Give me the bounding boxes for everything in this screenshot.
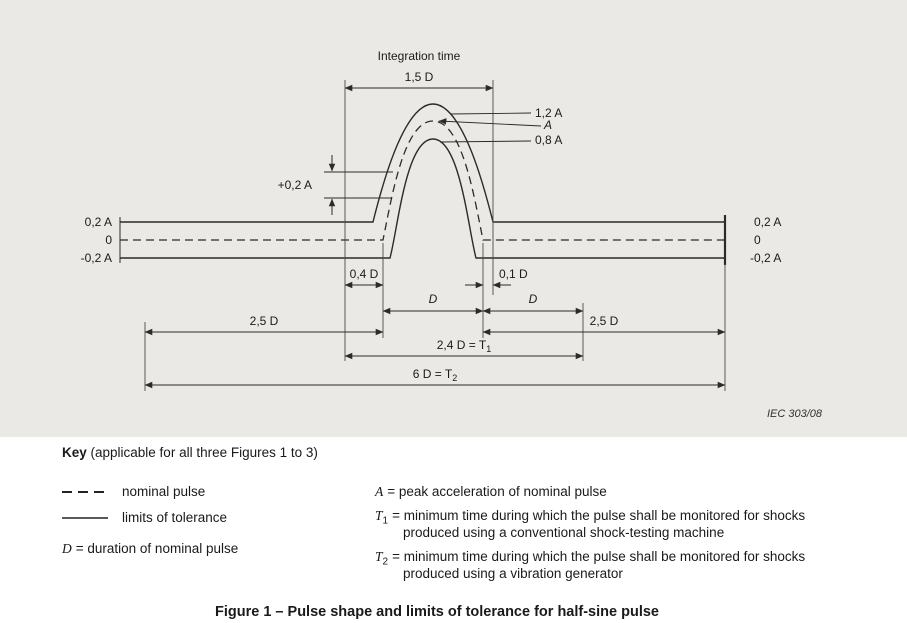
leader-a xyxy=(438,118,542,127)
leader-0-8a xyxy=(439,140,532,143)
symbol-t2: T xyxy=(375,549,383,564)
dim-label-0-1d: 0,1 D xyxy=(499,267,528,281)
definition-t1: T1= minimum time during which the pulse … xyxy=(375,507,835,541)
solid-line-sample xyxy=(62,516,108,519)
key-left-column: nominal pulse limits of tolerance D= dur… xyxy=(62,483,375,589)
legend-nominal-pulse: nominal pulse xyxy=(62,483,375,500)
dim-label-d-pulse: D xyxy=(429,292,438,306)
dashed-line-sample xyxy=(62,490,108,493)
dim-label-t1-sub: 1 xyxy=(486,344,491,354)
key-heading-rest: (applicable for all three Figures 1 to 3… xyxy=(86,445,318,460)
dim-label-t1: 2,4 D = T1 xyxy=(437,338,492,354)
axis-left-zero: 0 xyxy=(105,233,112,247)
legend-nominal-pulse-label: nominal pulse xyxy=(122,484,206,499)
scanned-figure-area: Integration time 1,5 D 1,2 A A 0,8 A +0,… xyxy=(0,0,907,437)
definition-a-text: = peak acceleration of nominal pulse xyxy=(387,484,607,499)
symbol-t1-sub: 1 xyxy=(382,515,389,527)
key-right-column: A= peak acceleration of nominal pulse T1… xyxy=(375,483,835,589)
pulse-diagram: Integration time 1,5 D 1,2 A A 0,8 A +0,… xyxy=(0,0,907,437)
figure-caption: Figure 1 – Pulse shape and limits of tol… xyxy=(215,603,659,620)
axis-right-plus-0-2a: 0,2 A xyxy=(754,215,781,229)
lower-tolerance-curve xyxy=(120,138,725,259)
key-heading-bold: Key xyxy=(62,445,87,460)
dim-label-2-5d-right: 2,5 D xyxy=(590,314,619,328)
dim-label-t2-text: 6 D = T xyxy=(413,367,453,381)
key-heading: Key (applicable for all three Figures 1 … xyxy=(62,444,872,461)
dim-label-d-after: D xyxy=(529,292,538,306)
symbol-d: D xyxy=(62,541,72,556)
tolerance-label-plus-0-2a: +0,2 A xyxy=(278,178,312,192)
dim-label-2-5d-left: 2,5 D xyxy=(250,314,279,328)
symbol-t2-sub: 2 xyxy=(382,556,389,568)
axis-left-minus-0-2a: -0,2 A xyxy=(81,251,112,265)
definition-t1-text: = minimum time during which the pulse sh… xyxy=(392,508,806,540)
amp-label-0-8a: 0,8 A xyxy=(535,133,562,147)
dim-label-t1-text: 2,4 D = T xyxy=(437,338,487,352)
upper-tolerance-curve xyxy=(120,103,725,223)
definition-t2-text: = minimum time during which the pulse sh… xyxy=(392,549,806,581)
definition-t2: T2= minimum time during which the pulse … xyxy=(375,548,835,582)
dim-label-0-4d: 0,4 D xyxy=(350,267,379,281)
dim-label-t2-sub: 2 xyxy=(452,373,457,383)
axis-right-minus-0-2a: -0,2 A xyxy=(750,251,781,265)
nominal-pulse-curve xyxy=(120,120,725,241)
dim-label-1-5d: 1,5 D xyxy=(405,70,434,84)
leader-1-2a xyxy=(449,112,532,115)
key-section: Key (applicable for all three Figures 1 … xyxy=(62,444,872,589)
symbol-a: A xyxy=(375,484,384,499)
symbol-t1: T xyxy=(375,508,383,523)
iec-reference: IEC 303/08 xyxy=(767,408,823,420)
legend-tolerance-label: limits of tolerance xyxy=(122,510,228,525)
definition-d-text: = duration of nominal pulse xyxy=(75,541,239,556)
integration-time-label: Integration time xyxy=(378,49,461,63)
amp-label-a: A xyxy=(543,118,552,132)
definition-d: D= duration of nominal pulse xyxy=(62,540,375,557)
dim-label-t2: 6 D = T2 xyxy=(413,367,457,383)
axis-right-zero: 0 xyxy=(754,233,761,247)
scan-background xyxy=(0,0,907,437)
legend-limits-of-tolerance: limits of tolerance xyxy=(62,509,375,526)
amp-label-1-2a: 1,2 A xyxy=(535,106,562,120)
axis-left-plus-0-2a: 0,2 A xyxy=(85,215,112,229)
definition-a: A= peak acceleration of nominal pulse xyxy=(375,483,835,500)
